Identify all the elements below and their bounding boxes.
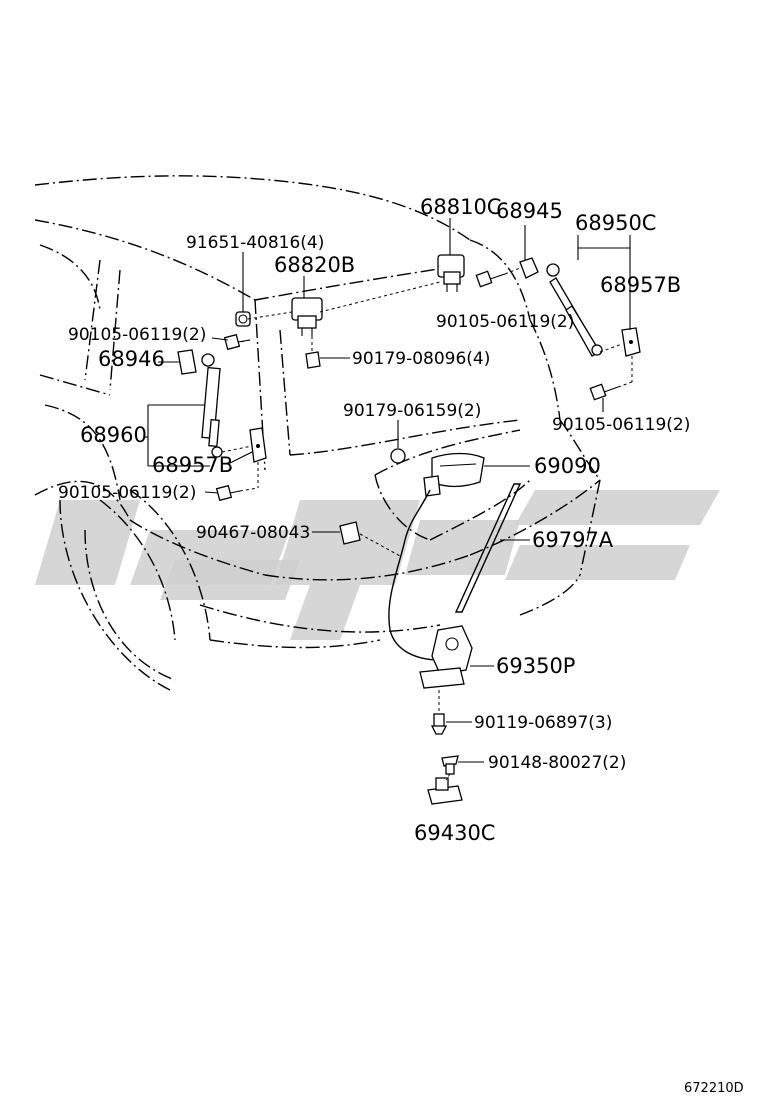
- striker-69430c-icon: [427, 777, 463, 805]
- leader-lines: [145, 218, 633, 781]
- bolt-left-upper-icon: [223, 333, 251, 351]
- label-90179-06159: 90179-06159(2): [343, 401, 481, 421]
- diagram-code: 672210D: [684, 1081, 744, 1096]
- bracket-68957b-right-icon: [621, 327, 641, 357]
- bolt-right-lower-icon: [589, 383, 619, 401]
- watermark-logo: [35, 490, 720, 640]
- label-68810c: 68810C: [420, 195, 501, 219]
- label-90105-right-upper: 90105-06119(2): [436, 312, 574, 332]
- label-90105-left-lower: 90105-06119(2): [58, 483, 196, 503]
- screw-90148-icon: [441, 755, 459, 775]
- label-68945: 68945: [496, 199, 563, 223]
- label-69430c: 69430C: [414, 821, 495, 845]
- grommet-90467-icon: [339, 521, 361, 545]
- label-69797a: 69797A: [532, 528, 614, 552]
- label-90148-80027: 90148-80027(2): [488, 753, 626, 773]
- label-68957b-right: 68957B: [600, 273, 681, 297]
- label-69090: 69090: [534, 454, 601, 478]
- label-68950c: 68950C: [575, 211, 656, 235]
- rod-69797a-icon: [454, 483, 522, 613]
- bracket-68946-icon: [177, 349, 215, 375]
- clip-90179-06159-icon: [390, 448, 406, 464]
- label-68820b: 68820B: [274, 253, 355, 277]
- handle-69090-icon: [423, 452, 485, 497]
- bracket-68945-icon: [519, 257, 560, 279]
- label-69350p: 69350P: [496, 654, 575, 678]
- label-68957b-left: 68957B: [152, 453, 233, 477]
- bolt-right-upper-icon: [475, 270, 506, 288]
- bolt-90119-icon: [430, 713, 448, 735]
- label-90467-08043: 90467-08043: [196, 523, 310, 543]
- label-68960: 68960: [80, 423, 147, 447]
- label-91651-40816: 91651-40816(4): [186, 233, 324, 253]
- vehicle-outline: [34, 175, 601, 691]
- label-90119-06897: 90119-06897(3): [474, 713, 612, 733]
- clip-90179-08096-icon: [305, 351, 321, 369]
- bracket-68957b-left-icon: [249, 427, 267, 463]
- part-labels: 68810C 68945 68950C 91651-40816(4) 68820…: [58, 195, 744, 1096]
- nut-91651-icon: [235, 311, 251, 327]
- parts: [177, 254, 641, 805]
- label-90105-right-lower: 90105-06119(2): [552, 415, 690, 435]
- label-90105-left-upper: 90105-06119(2): [68, 325, 206, 345]
- hinge-68820b-icon: [291, 297, 323, 336]
- bolt-left-lower-icon: [215, 484, 241, 502]
- gas-strut-left-icon: [201, 366, 223, 458]
- release-cable: [388, 489, 441, 661]
- label-68946: 68946: [98, 347, 165, 371]
- gas-strut-right-icon: [549, 277, 603, 357]
- label-90179-08096: 90179-08096(4): [352, 349, 490, 369]
- hinge-68810c-icon: [437, 254, 465, 292]
- lock-69350p-icon: [419, 625, 473, 689]
